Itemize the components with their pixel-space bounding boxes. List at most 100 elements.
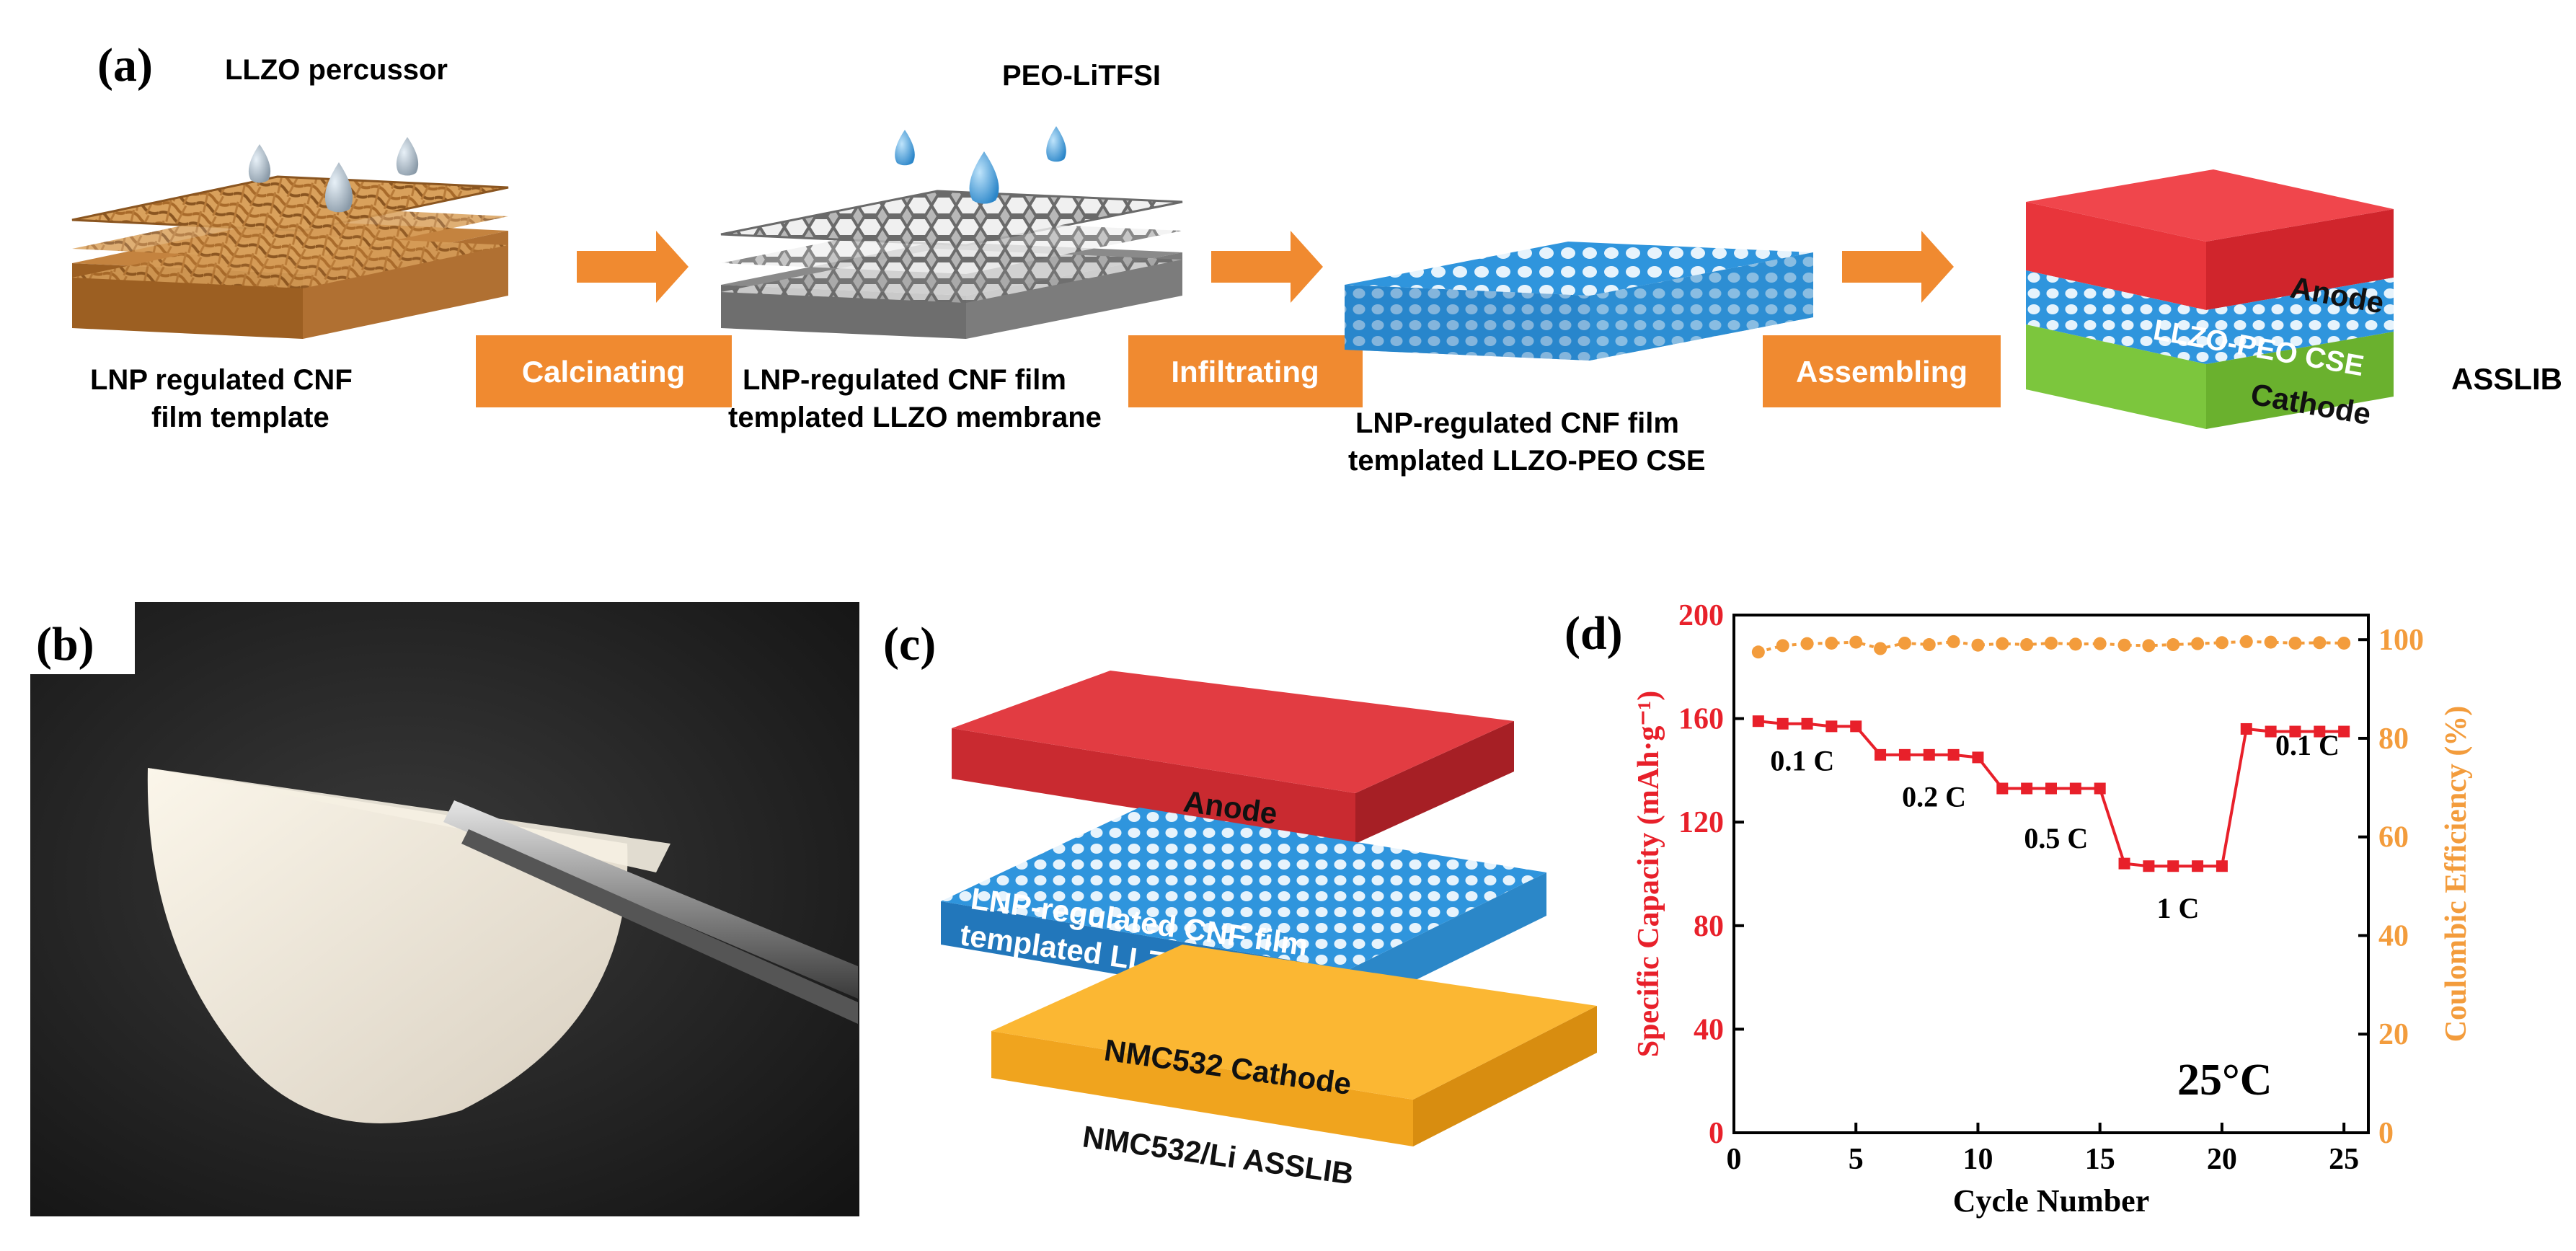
efficiency-point [2288, 636, 2302, 650]
efficiency-point [2142, 639, 2156, 653]
efficiency-point [2045, 636, 2058, 650]
rate-label: 1 C [2157, 892, 2200, 924]
y-tick-label: 0 [1709, 1117, 1724, 1150]
asslib-stack [2026, 169, 2394, 429]
y2-tick-label: 80 [2378, 722, 2409, 756]
calcinating-box [476, 335, 732, 407]
capacity-point [2289, 725, 2301, 738]
assembling-label: Assembling [1796, 355, 1968, 389]
rate-label: 0.2 C [1902, 781, 1966, 813]
capacity-point [2240, 722, 2252, 735]
panel-d-label: (d) [1564, 607, 1623, 660]
capacity-point [2094, 782, 2106, 795]
capacity-point [1752, 715, 1764, 728]
capacity-point [2192, 860, 2204, 872]
rate-label: 0.1 C [2275, 729, 2340, 761]
efficiency-point [1849, 635, 1863, 649]
capacity-point [1875, 748, 1887, 761]
stage2-line1: LNP-regulated CNF film [743, 364, 1066, 396]
y2-tick-label: 100 [2378, 624, 2424, 657]
panel-c: (c) Anode LNP-regulated CNF film templat… [883, 618, 1597, 1191]
capacity-point [2118, 857, 2130, 870]
y2-axis-title: Coulombic Efficiency (%) [2440, 706, 2473, 1043]
capacity-point [1972, 751, 1984, 764]
x-tick-label: 0 [1727, 1143, 1742, 1176]
tweezers-icon [443, 800, 858, 1024]
x-tick-label: 25 [2329, 1143, 2359, 1176]
capacity-point [2338, 725, 2350, 738]
efficiency-point [1996, 637, 2009, 650]
infiltrating-box [1128, 335, 1363, 407]
arrow-assembling-icon [1842, 231, 1954, 303]
capacity-point [1776, 717, 1789, 730]
efficiency-point [1751, 645, 1765, 659]
efficiency-point [1874, 642, 1887, 655]
capacity-point [1996, 782, 2009, 795]
efficiency-point [2020, 638, 2034, 652]
x-tick-label: 15 [2085, 1143, 2115, 1176]
y2-tick-label: 20 [2378, 1018, 2409, 1051]
arrow-calcinating-icon [577, 231, 689, 303]
capacity-point [1947, 748, 1960, 761]
panel-a-label: (a) [97, 39, 153, 92]
y-tick-label: 200 [1678, 599, 1724, 632]
rate-label: 0.5 C [2024, 822, 2088, 854]
capacity-point [2314, 725, 2326, 738]
panel-b-label: (b) [36, 618, 94, 671]
efficiency-point [1947, 635, 1960, 648]
efficiency-point [2191, 637, 2205, 650]
y2-tick-label: 40 [2378, 919, 2409, 952]
stage3-line1: LNP-regulated CNF film [1355, 407, 1679, 439]
efficiency-point [1776, 639, 1789, 653]
efficiency-point [2093, 637, 2107, 650]
panel-c-label: (c) [883, 618, 936, 671]
efficiency-point [2166, 638, 2180, 652]
precursor-label: LLZO percussor [225, 54, 448, 86]
capacity-point [2167, 860, 2179, 872]
efficiency-point [2068, 637, 2082, 651]
plot-frame [1732, 614, 2370, 1134]
capacity-point [2216, 860, 2228, 872]
capacity-point [1923, 748, 1935, 761]
fiber-template-stack [71, 175, 509, 339]
panel-b-label-bg [30, 602, 135, 674]
stage1-line1: LNP regulated CNF [90, 364, 353, 396]
capacity-point [2265, 725, 2277, 738]
stage1-line2: film template [151, 402, 329, 433]
capacity-point [1898, 748, 1911, 761]
c-cathode-layer [991, 945, 1597, 1146]
capacity-point [2143, 860, 2155, 872]
y-tick-label: 160 [1678, 703, 1724, 736]
rate-label: 0.1 C [1770, 744, 1834, 777]
precursor-droplets [248, 137, 419, 213]
y2-tick-label: 0 [2378, 1117, 2394, 1150]
efficiency-point [1825, 636, 1838, 650]
c-anode-layer [952, 671, 1514, 844]
efficiency-point [1898, 636, 1911, 650]
arrow-infiltrating-icon [1211, 231, 1323, 303]
y-tick-label: 120 [1678, 806, 1724, 839]
efficiency-point [2239, 635, 2253, 648]
x-tick-label: 20 [2207, 1143, 2237, 1176]
capacity-point [2021, 782, 2033, 795]
y-tick-label: 40 [1694, 1013, 1724, 1046]
panel-a: (a) LLZO percussor LNP regulated CNF fil… [71, 39, 2562, 477]
capacity-point [1825, 720, 1838, 733]
efficiency-point [1971, 638, 1985, 652]
efficiency-point [2215, 636, 2228, 650]
efficiency-point [2117, 638, 2131, 652]
y-axis-title: Specific Capacity (mAh·g⁻¹) [1632, 691, 1665, 1057]
capacity-point [1850, 720, 1862, 733]
efficiency-point [1800, 637, 1814, 650]
y-tick-label: 80 [1694, 910, 1724, 943]
stage3-line2: templated LLZO-PEO CSE [1348, 445, 1706, 477]
cse-block [1345, 242, 1813, 361]
capacity-point [2069, 782, 2081, 795]
y2-tick-label: 60 [2378, 821, 2409, 854]
peo-label: PEO-LiTFSI [1002, 60, 1161, 92]
x-axis-title: Cycle Number [1953, 1183, 2150, 1219]
